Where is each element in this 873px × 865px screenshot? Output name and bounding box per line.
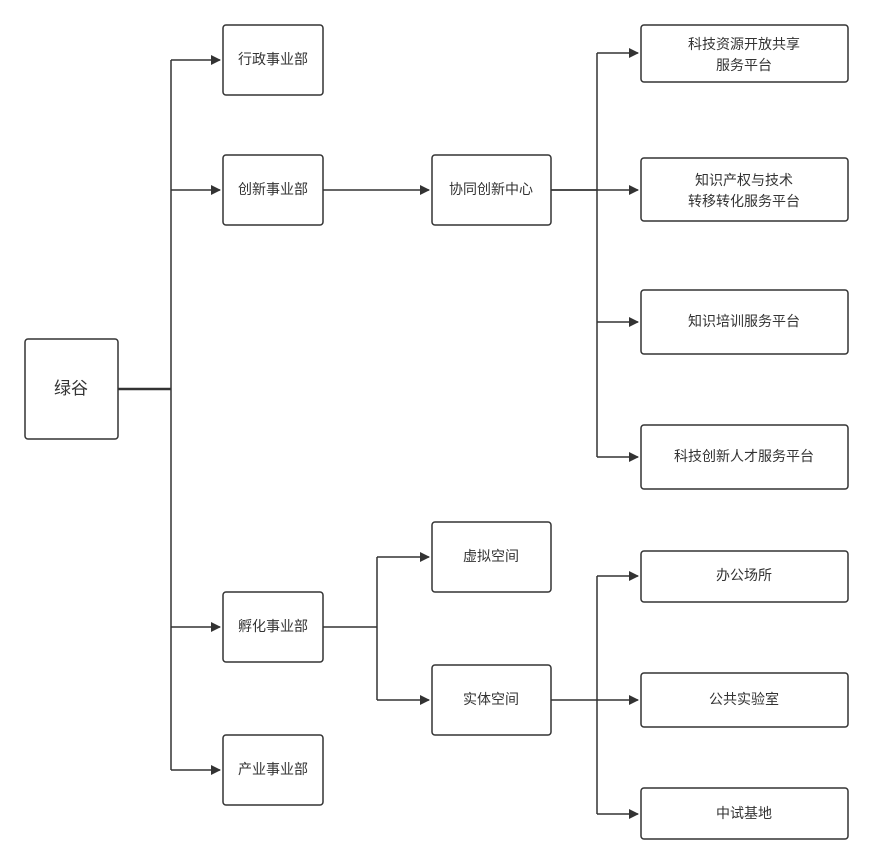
node-virtual-space[interactable]: 虚拟空间	[431, 521, 552, 593]
node-innovation-dept[interactable]: 创新事业部	[222, 154, 324, 226]
node-physical-space-label: 实体空间	[463, 692, 519, 708]
node-collab-center[interactable]: 协同创新中心	[431, 154, 552, 226]
node-ip-transfer-line1: 知识产权与技术	[695, 172, 793, 189]
node-lab-facility[interactable]: 公共实验室	[640, 672, 849, 728]
node-incubation-dept-label: 孵化事业部	[238, 619, 308, 635]
connectors	[118, 48, 639, 819]
node-pilot-facility[interactable]: 中试基地	[640, 787, 849, 840]
node-training-label: 知识培训服务平台	[688, 313, 800, 330]
node-incubation-dept[interactable]: 孵化事业部	[222, 591, 324, 663]
node-industry-dept-label: 产业事业部	[238, 762, 308, 778]
node-physical-space[interactable]: 实体空间	[431, 664, 552, 736]
node-collab-center-label: 协同创新中心	[449, 182, 533, 198]
node-office-label: 办公场所	[716, 568, 772, 584]
node-root[interactable]: 绿谷	[24, 338, 119, 440]
node-lab-label: 公共实验室	[709, 691, 779, 708]
node-admin-dept[interactable]: 行政事业部	[222, 24, 324, 96]
node-office-facility[interactable]: 办公场所	[640, 550, 849, 603]
node-resource-sharing-line1: 科技资源开放共享	[688, 36, 800, 53]
node-ip-transfer-platform[interactable]: 知识产权与技术 转移转化服务平台	[640, 157, 849, 222]
node-resource-sharing-line2: 服务平台	[716, 58, 772, 74]
node-resource-sharing-platform[interactable]: 科技资源开放共享 服务平台	[640, 24, 849, 83]
node-talent-label: 科技创新人才服务平台	[674, 449, 814, 465]
node-ip-transfer-line2: 转移转化服务平台	[688, 194, 800, 210]
node-training-platform[interactable]: 知识培训服务平台	[640, 289, 849, 355]
node-talent-platform[interactable]: 科技创新人才服务平台	[640, 424, 849, 490]
node-virtual-space-label: 虚拟空间	[463, 549, 519, 565]
node-innovation-dept-label: 创新事业部	[238, 182, 308, 198]
node-admin-dept-label: 行政事业部	[238, 52, 308, 68]
node-root-label: 绿谷	[54, 379, 88, 399]
node-industry-dept[interactable]: 产业事业部	[222, 734, 324, 806]
node-pilot-label: 中试基地	[716, 805, 772, 822]
